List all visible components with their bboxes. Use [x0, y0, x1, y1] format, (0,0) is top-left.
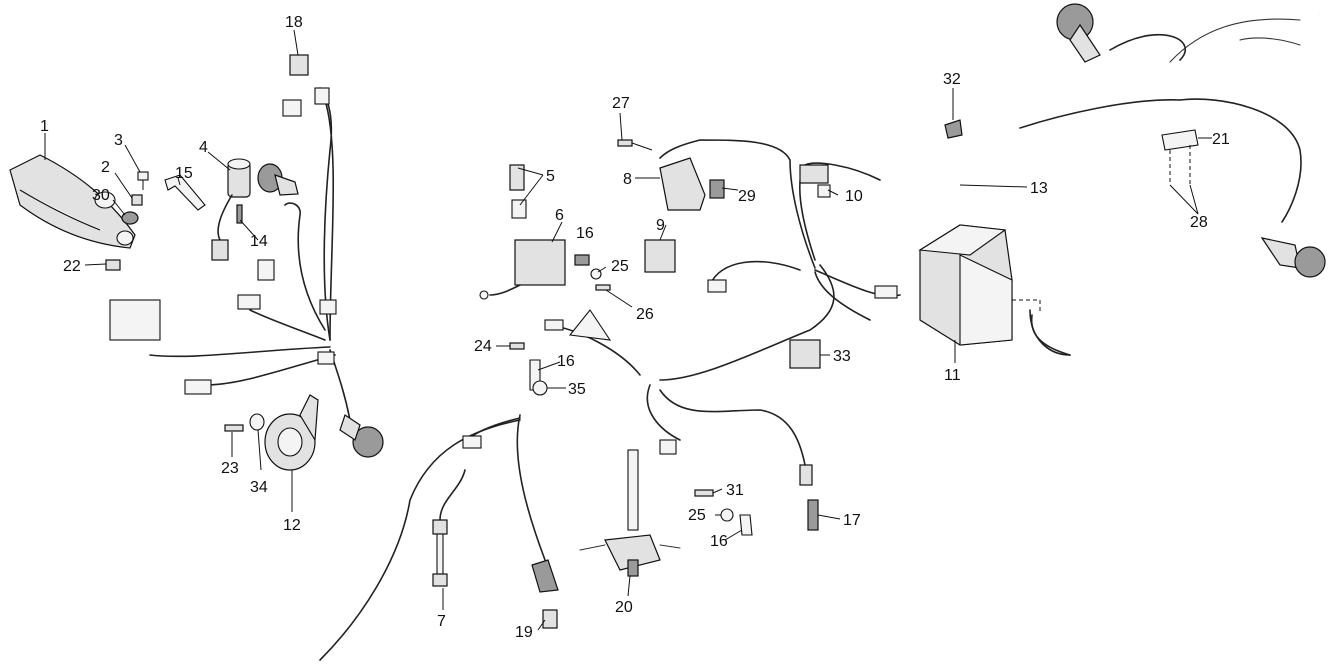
callout-17: 17 — [843, 512, 861, 529]
callout-9: 9 — [656, 217, 665, 234]
bracket-part-21 — [1161, 129, 1199, 151]
nut-part-35 — [532, 380, 548, 396]
callout-30: 30 — [92, 187, 110, 204]
clamp-part-16-upper — [574, 254, 590, 266]
callout-labels: 1 2 3 4 5 6 7 8 9 10 11 12 13 14 15 16 1… — [40, 14, 1230, 641]
battery-part-11 — [918, 224, 1013, 346]
callout-4: 4 — [199, 139, 208, 156]
callout-8: 8 — [623, 171, 632, 188]
callout-11: 11 — [944, 367, 961, 384]
boot-cover — [568, 309, 612, 341]
washer-part-25-lower — [720, 508, 734, 522]
bolt-part-24 — [509, 342, 525, 350]
hex-key-part-15 — [164, 174, 206, 211]
bolt-part-31 — [694, 489, 714, 497]
callout-6: 6 — [555, 207, 564, 224]
horn-part-12 — [264, 394, 319, 471]
screw-part-3 — [137, 171, 149, 190]
callout-2: 2 — [101, 159, 110, 176]
callout-35: 35 — [568, 381, 586, 398]
fuse-holder-part-10 — [799, 164, 831, 198]
cdi-unit-part-6 — [479, 239, 566, 300]
callout-16-lower: 16 — [710, 533, 728, 550]
turn-signal-rear-right — [1260, 237, 1326, 278]
callout-33: 33 — [833, 348, 851, 365]
clip-part-29 — [709, 179, 725, 199]
washer-part-34 — [249, 413, 265, 431]
callout-22: 22 — [63, 258, 81, 275]
screws-part-28 — [1169, 145, 1191, 185]
callout-34: 34 — [250, 479, 268, 496]
callout-3: 3 — [114, 132, 123, 149]
callout-27: 27 — [612, 95, 630, 112]
callout-13: 13 — [1030, 180, 1048, 197]
callout-12: 12 — [283, 517, 301, 534]
clamp-part-32 — [944, 119, 963, 139]
key-part-14 — [236, 204, 243, 224]
bushing-part-30 — [121, 211, 139, 225]
sensor-part-7 — [432, 469, 466, 587]
callout-28: 28 — [1190, 214, 1208, 231]
turn-signal-front-right — [339, 414, 384, 458]
leader-lines — [44, 29, 1212, 631]
clamp-part-16-lower — [739, 514, 753, 536]
callout-18: 18 — [285, 14, 303, 31]
callout-16-upper: 16 — [576, 225, 594, 242]
main-wiring-harness — [149, 11, 1321, 437]
turn-signal-front-left — [257, 163, 299, 196]
callout-26: 26 — [636, 306, 654, 323]
callout-16-middle: 16 — [557, 353, 575, 370]
sensor-part-20 — [579, 449, 681, 577]
callout-15: 15 — [175, 165, 193, 182]
battery-vent-hose — [1030, 314, 1071, 356]
callout-14: 14 — [250, 233, 268, 250]
ignition-switch-part-4 — [211, 158, 251, 261]
callout-1: 1 — [40, 118, 49, 135]
spark-plug-cap-part-5 — [509, 164, 527, 219]
callout-25-upper: 25 — [611, 258, 629, 275]
callout-21: 21 — [1212, 131, 1230, 148]
callout-31: 31 — [726, 482, 744, 499]
turn-signal-rear-left — [1056, 3, 1101, 63]
bolt-part-27 — [617, 139, 653, 151]
callout-32: 32 — [943, 71, 961, 88]
callout-20: 20 — [615, 599, 633, 616]
callout-24: 24 — [474, 338, 492, 355]
regulator-part-8 — [659, 157, 706, 211]
callout-29: 29 — [738, 188, 756, 205]
callout-7: 7 — [437, 613, 446, 630]
callout-5: 5 — [546, 168, 555, 185]
switch-part-19 — [531, 559, 559, 629]
harness-connectors — [109, 99, 898, 455]
relay-part-9 — [644, 239, 676, 273]
callout-23: 23 — [221, 460, 239, 477]
callout-10: 10 — [845, 188, 863, 205]
instrument-cluster — [9, 154, 136, 249]
relay-part-33 — [789, 339, 821, 369]
sensor-part-18 — [289, 54, 330, 105]
sensor-part-17 — [799, 464, 819, 531]
callout-19: 19 — [515, 624, 533, 641]
grommet-part-2 — [131, 194, 143, 206]
bolt-part-23 — [224, 424, 244, 432]
callout-25-lower: 25 — [688, 507, 706, 524]
bolt-part-26 — [595, 284, 611, 291]
spacer-part-22 — [105, 259, 121, 271]
